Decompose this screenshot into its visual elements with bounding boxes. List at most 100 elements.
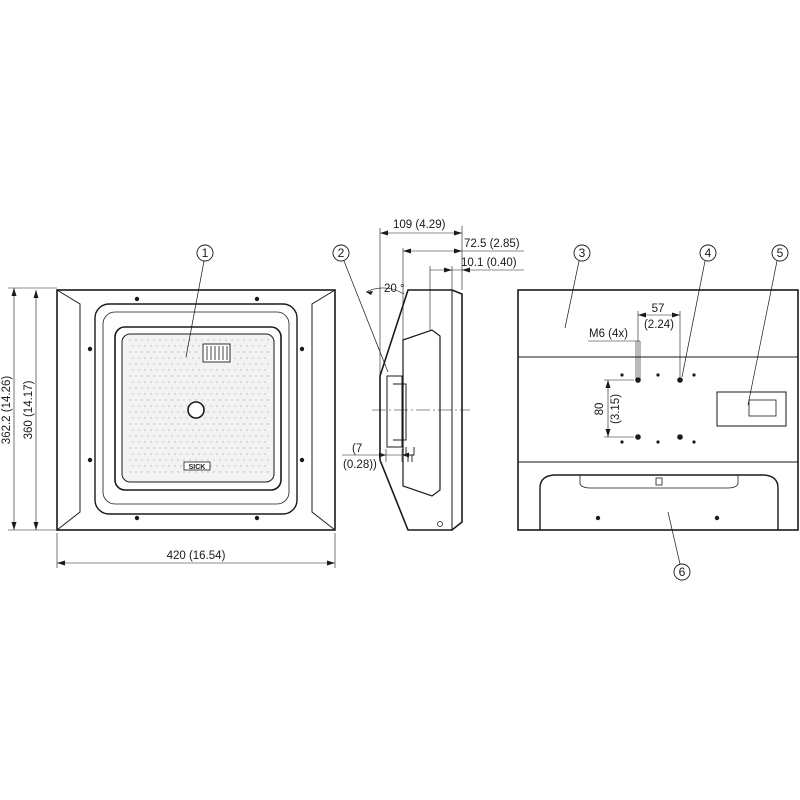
texture-dot [222,441,224,443]
texture-dot [159,375,161,377]
texture-dot [168,465,170,467]
texture-dot [252,417,254,419]
texture-dot [261,399,263,401]
mounting-holes [620,373,696,444]
texture-dot [141,447,143,449]
width-label: 420 (16.54) [167,550,226,562]
texture-dot [177,375,179,377]
texture-dot [255,339,257,341]
callout-3-circle [573,244,591,262]
texture-dot [207,387,209,389]
texture-dot [162,465,164,467]
texture-dot [240,429,242,431]
texture-dot [129,399,131,401]
texture-dot [252,441,254,443]
texture-dot [246,417,248,419]
texture-dot [144,393,146,395]
texture-dot [141,387,143,389]
hole-spacing-h-dimension: 57 (2.24) [637,303,681,377]
texture-dot [153,471,155,473]
texture-dot [162,429,164,431]
texture-dot [144,429,146,431]
texture-dot [237,339,239,341]
offset-small-label: 10.1 (0.40) [461,257,517,269]
texture-dot [171,471,173,473]
texture-dot [171,363,173,365]
texture-dot [240,357,242,359]
texture-dot [132,381,134,383]
texture-dot [180,381,182,383]
texture-dot [267,411,269,413]
texture-dot [153,375,155,377]
texture-dot [207,375,209,377]
rear-handle-inner [579,475,739,489]
texture-dot [144,465,146,467]
texture-dot [261,447,263,449]
texture-dot [222,381,224,383]
connector-icon [202,343,231,363]
texture-dot [150,429,152,431]
texture-dot [237,351,239,353]
texture-dot [159,435,161,437]
texture-dot [237,447,239,449]
texture-dot [267,387,269,389]
texture-dot [243,363,245,365]
texture-dot [162,345,164,347]
texture-dot [261,459,263,461]
callout-4-leader [681,260,706,378]
texture-dot [183,375,185,377]
texture-dot [135,411,137,413]
antenna-frame [114,326,282,491]
texture-dot [240,381,242,383]
texture-dot [168,417,170,419]
texture-dot [159,459,161,461]
texture-dot [174,357,176,359]
texture-dot [183,387,185,389]
texture-dot [210,381,212,383]
texture-dot [138,441,140,443]
texture-dot [135,447,137,449]
texture-dot [162,441,164,443]
texture-dot [144,357,146,359]
texture-dot [174,393,176,395]
front-view: SICK 1 420 (16.54) 362.2 (14.26) 360 (14… [1,244,336,568]
texture-dot [267,447,269,449]
texture-dot [192,429,194,431]
texture-dot [213,411,215,413]
texture-dot [159,387,161,389]
angle-dimension: 20 ° [365,283,405,295]
rear-housing-outline [517,289,799,531]
texture-dot [213,387,215,389]
texture-dot [198,381,200,383]
texture-dot [234,453,236,455]
texture-dot [195,339,197,341]
texture-dot [252,405,254,407]
texture-dot [141,423,143,425]
texture-dot [216,441,218,443]
texture-dot [162,393,164,395]
texture-dot [210,405,212,407]
texture-dot [129,363,131,365]
side-view: 2 109 (4.29) 72.5 (2.85) 10.1 (0.40) 20 … [332,219,524,531]
texture-dot [138,453,140,455]
texture-dot [141,459,143,461]
texture-dot [204,417,206,419]
texture-dot [228,429,230,431]
texture-dot [138,429,140,431]
front-housing-outline [56,289,336,531]
texture-dot [243,411,245,413]
texture-dot [129,387,131,389]
gap-value-label: (7 [352,443,362,455]
texture-dot [228,393,230,395]
texture-dot [237,423,239,425]
texture-dot [198,441,200,443]
texture-dot [210,417,212,419]
texture-dot [177,399,179,401]
texture-dot [249,363,251,365]
texture-dot [240,417,242,419]
texture-dot [204,393,206,395]
texture-dot [132,441,134,443]
texture-dot [213,375,215,377]
texture-dot [150,369,152,371]
texture-dot [237,399,239,401]
